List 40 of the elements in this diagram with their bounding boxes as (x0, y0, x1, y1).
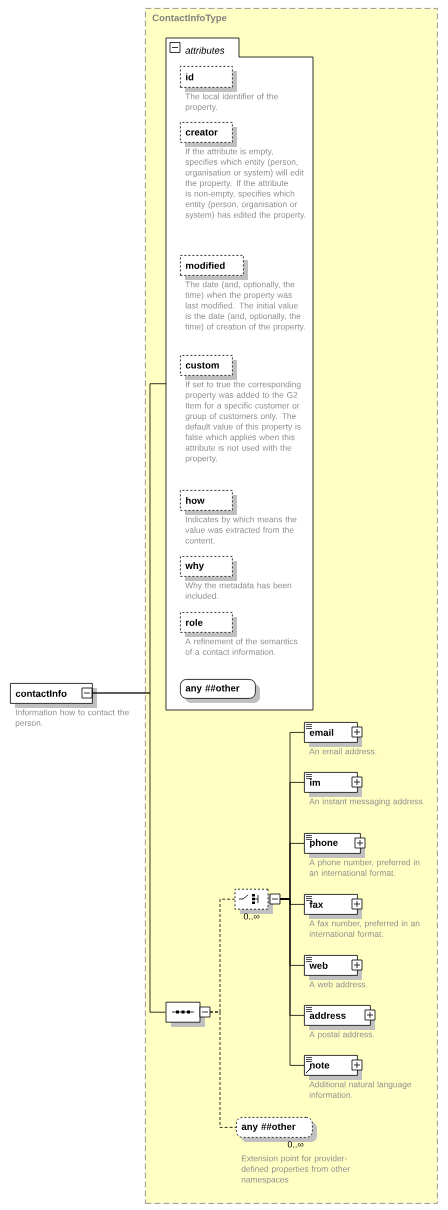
element-box: email (304, 722, 363, 747)
description-text: Why the metadata has been included. (185, 582, 292, 599)
description-text: A web address. (309, 981, 368, 988)
description-text: A refinement of the semantics of a contact information. (185, 638, 298, 655)
element-box: im (304, 772, 363, 797)
wildcard-box: any ##other (236, 1117, 317, 1142)
description-text: Information how to contact the person. (15, 709, 129, 728)
attribute-box: modified (180, 255, 248, 280)
connector-line (209, 1011, 237, 1128)
element-box: fax (304, 894, 363, 919)
multiplicity-label: 0..∞ (243, 913, 260, 920)
description-text: If set to true the corresponding property was added to the G2 Item for a specific customer or group of customers only. The default value of this property is false which applies when this attribute is not used with the property. (185, 381, 301, 463)
description-text: The date (and, optionally, the time) when the property was last modified. The initial value is the date (and, optionally, the time) of creation of the property. (185, 281, 305, 332)
element-box: phone (304, 833, 366, 858)
description-text: A phone number, preferred in an international format. (309, 859, 420, 876)
attribute-box: why (180, 556, 237, 581)
multiplicity-label: 0..∞ (287, 1141, 304, 1148)
description-text: The local identifier of the property. (185, 93, 278, 112)
description-text: A postal address. (309, 1031, 374, 1039)
element-box: address (304, 1005, 376, 1030)
wildcard-box: any ##other (180, 679, 260, 703)
connector-line (279, 898, 305, 1066)
attribute-box: id (180, 66, 237, 92)
element-box: note (304, 1055, 363, 1080)
connector-line (91, 692, 166, 1013)
choice-symbol (234, 888, 281, 915)
attribute-box: custom (180, 355, 237, 380)
element-box: contactInfo (10, 683, 97, 708)
attribute-box: how (180, 490, 237, 515)
attribute-box: creator (180, 122, 237, 147)
description-text: An email address. (309, 748, 377, 755)
description-text: Indicates by which means the value was extracted from the content. (185, 516, 297, 544)
description-text: A fax number, preferred in an international format. (309, 920, 420, 937)
attribute-box: role (180, 612, 237, 637)
description-text: Extension point for provider-defined properties from other namespaces (241, 1155, 350, 1185)
description-text: Additional natural language information. (309, 1081, 412, 1098)
description-text: If the attribute is empty, specifies which entity (person, organisation or system) will edit the property. If the attribute is non-empty, specifies which entity (person, organisation or system) has edited the property. (185, 148, 306, 220)
sequence-symbol (165, 1001, 211, 1028)
description-text: An instant messaging address. (309, 798, 425, 806)
element-box: web (304, 955, 363, 980)
